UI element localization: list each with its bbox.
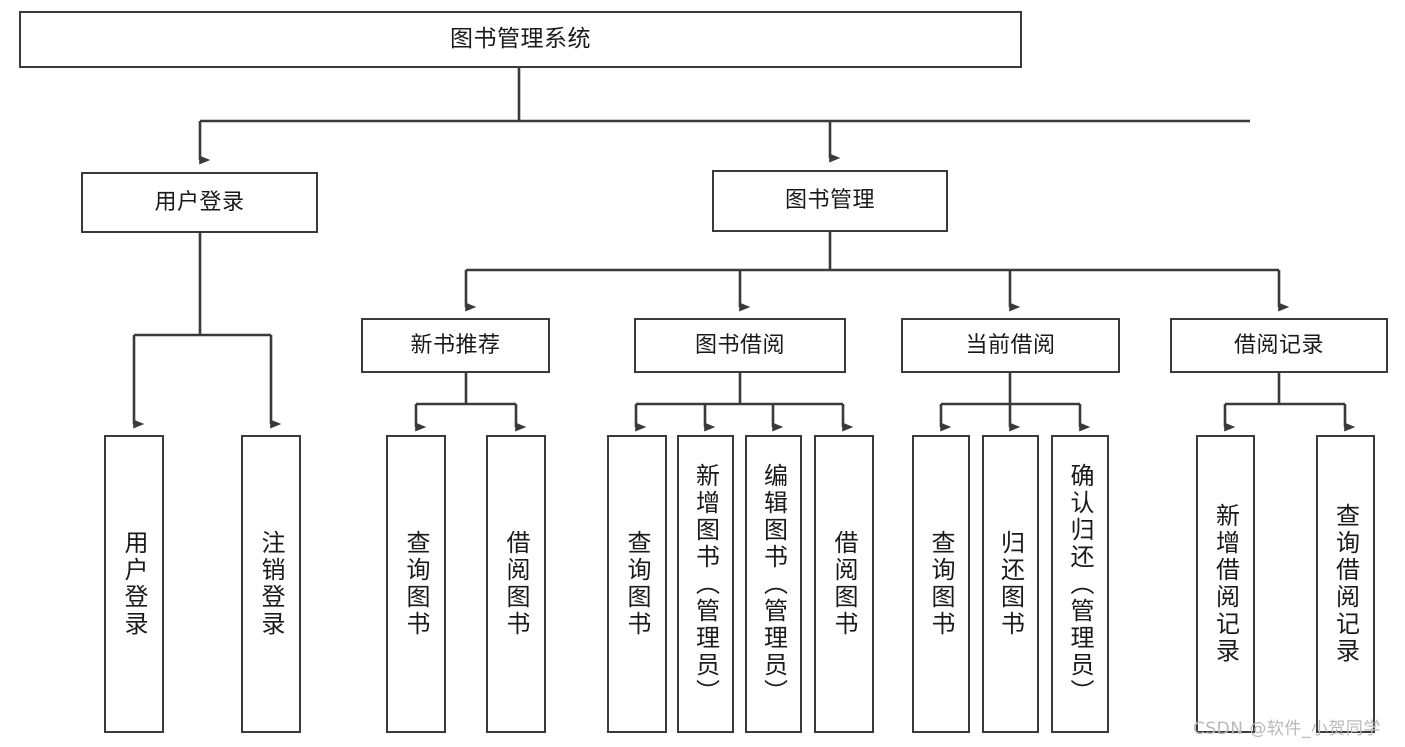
node-current-borrow[interactable]: 当前借阅 <box>901 318 1120 373</box>
leaf-borrow-record-add[interactable]: 新增借阅记录 <box>1196 435 1255 733</box>
node-label: 用户登录 <box>120 530 148 638</box>
node-label: 新增图书（管理员） <box>691 462 720 706</box>
node-label: 新增借阅记录 <box>1211 503 1240 665</box>
node-label: 用户登录 <box>154 189 245 215</box>
node-label: 图书管理 <box>784 188 875 214</box>
node-label: 借阅图书 <box>502 530 530 638</box>
leaf-user-login-login[interactable]: 用户登录 <box>104 435 164 733</box>
node-book-borrow[interactable]: 图书借阅 <box>634 318 846 373</box>
node-label: 查询图书 <box>623 530 651 638</box>
leaf-new-book-borrow[interactable]: 借阅图书 <box>486 435 546 733</box>
node-label: 查询图书 <box>402 530 430 638</box>
leaf-borrow-record-query[interactable]: 查询借阅记录 <box>1316 435 1375 733</box>
leaf-book-borrow-add[interactable]: 新增图书（管理员） <box>677 435 734 733</box>
node-root-system[interactable]: 图书管理系统 <box>19 11 1022 68</box>
leaf-book-borrow-edit[interactable]: 编辑图书（管理员） <box>745 435 802 733</box>
leaf-user-login-logout[interactable]: 注销登录 <box>241 435 301 733</box>
node-user-login[interactable]: 用户登录 <box>81 172 318 233</box>
node-label: 归还图书 <box>996 530 1025 638</box>
leaf-current-borrow-confirm-return[interactable]: 确认归还（管理员） <box>1051 435 1109 733</box>
node-book-management[interactable]: 图书管理 <box>712 170 948 232</box>
leaf-current-borrow-query[interactable]: 查询图书 <box>912 435 970 733</box>
node-label: 确认归还（管理员） <box>1066 462 1094 706</box>
node-new-book-recommend[interactable]: 新书推荐 <box>361 318 550 373</box>
node-label: 图书借阅 <box>694 332 785 358</box>
leaf-book-borrow-borrow[interactable]: 借阅图书 <box>814 435 874 733</box>
node-borrow-record[interactable]: 借阅记录 <box>1170 318 1388 373</box>
node-label: 借阅记录 <box>1233 332 1324 358</box>
node-label: 新书推荐 <box>410 332 501 358</box>
node-label: 注销登录 <box>257 530 285 638</box>
node-label: 查询图书 <box>927 530 955 638</box>
node-label: 当前借阅 <box>965 332 1056 358</box>
leaf-book-borrow-query[interactable]: 查询图书 <box>607 435 667 733</box>
node-label: 借阅图书 <box>830 530 858 638</box>
node-label: 编辑图书（管理员） <box>759 462 788 706</box>
node-label: 查询借阅记录 <box>1331 503 1360 665</box>
leaf-current-borrow-return[interactable]: 归还图书 <box>982 435 1039 733</box>
node-label: 图书管理系统 <box>450 26 591 53</box>
leaf-new-book-query[interactable]: 查询图书 <box>386 435 446 733</box>
